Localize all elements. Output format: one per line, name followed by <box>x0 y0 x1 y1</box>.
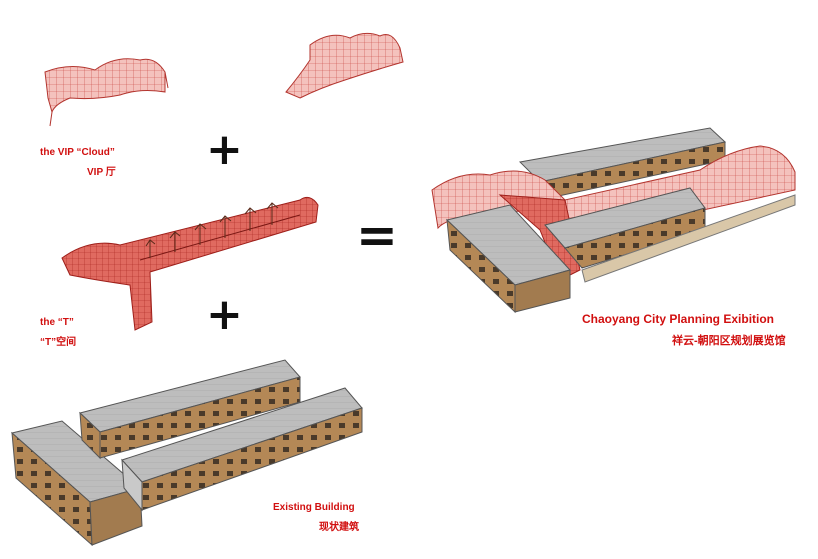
label-existing-building-cn: 现状建筑 <box>319 522 359 533</box>
result-model <box>431 127 796 314</box>
label-result-cn: 祥云-朝阳区规划展览馆 <box>672 335 786 347</box>
existing-building-right <box>121 387 363 512</box>
label-t-space-en: the “T” <box>40 317 74 328</box>
label-t-space-cn: “T”空间 <box>40 337 77 348</box>
label-result-en: Chaoyang City Planning Exibition <box>582 312 775 326</box>
equals-sign: = <box>356 206 398 264</box>
plus-sign-bottom: + <box>206 289 243 340</box>
tree-row <box>145 202 279 258</box>
label-vip-cloud-cn: VIP 厅 <box>87 167 116 178</box>
label-vip-cloud-en: the VIP “Cloud” <box>40 147 115 158</box>
label-existing-building-en: Existing Building <box>273 502 355 513</box>
existing-building-middle <box>79 359 301 460</box>
plus-sign-top: + <box>206 124 243 175</box>
t-space-volume <box>61 196 319 331</box>
vip-cloud-piece-left <box>44 58 169 127</box>
vip-cloud-piece-right <box>285 32 404 99</box>
